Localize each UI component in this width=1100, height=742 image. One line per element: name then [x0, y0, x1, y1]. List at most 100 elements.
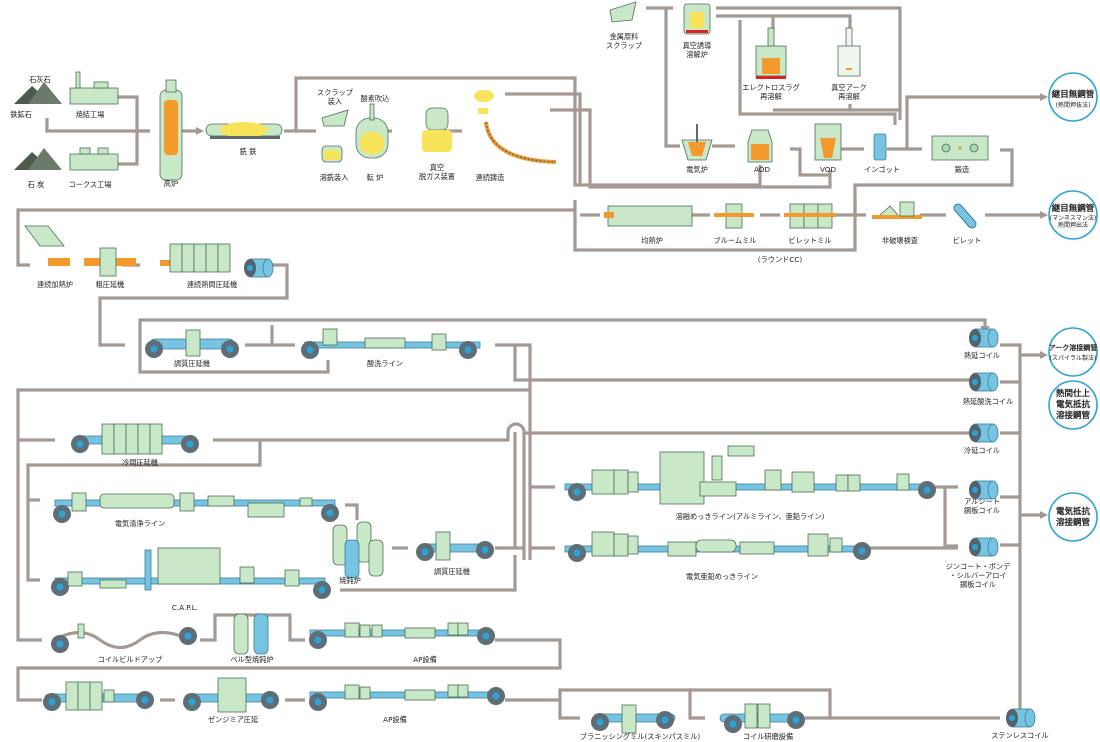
coal-pile: [14, 148, 62, 170]
roughing-mill-label: 粗圧延機: [96, 280, 125, 289]
aod-label: AOD: [754, 165, 770, 174]
var-label-2: 再溶解: [838, 92, 860, 101]
electro-galv-line-label: 電気亜鉛めっきライン: [686, 572, 758, 581]
hot-metal-charge-label: 溶銑装入: [320, 173, 349, 182]
eaf-label: 電気炉: [686, 165, 708, 174]
svg-text:熱間仕上: 熱間仕上: [1056, 388, 1091, 399]
blooming-mill-label: ブルームミル: [714, 236, 757, 245]
stainless-coil-icon: [1005, 708, 1036, 728]
bell-annealing-label: ベル型焼鈍炉: [230, 655, 273, 664]
svg-text:アーク溶接鋼管: アーク溶接鋼管: [1049, 343, 1098, 352]
svg-text:電気抵抗: 電気抵抗: [1056, 399, 1091, 410]
hot-rolled-coil-icon: [968, 328, 999, 348]
pickling-line-icon: [301, 328, 481, 359]
scrap-charge-label-2: 装入: [328, 97, 342, 106]
vim-furnace-icon: [683, 3, 711, 35]
zinc-coat-coil-icon: [968, 537, 999, 557]
sendzimir-label: ゼンジミア圧延: [208, 715, 258, 724]
scrap-chute-icon: [321, 109, 349, 127]
torpedo-car-icon: [205, 122, 283, 139]
billet-mill-icon: [784, 203, 836, 229]
vacuum-degas-label-2: 脱ガス装置: [419, 172, 455, 181]
iron-ore-label: 鉄鉱石: [10, 110, 32, 119]
zinc-coat-label-3: 鋼板コイル: [960, 580, 996, 589]
esr-label-2: 再溶解: [760, 92, 782, 101]
ingot-icon: [873, 133, 887, 161]
sinter-plant-icon: [69, 71, 119, 105]
coil-polishing-label: コイル研磨設備: [743, 732, 793, 741]
skin-pass-mill-icon: [591, 704, 676, 734]
product-hot-finish-erw-pipe: 熱間仕上 電気抵抗 溶接鋼管: [1048, 380, 1098, 430]
limestone-label: 石灰石: [29, 75, 51, 84]
cold-mill-label: 冷間圧延機: [122, 458, 158, 467]
hot-pickled-coil-icon: [968, 372, 999, 392]
hot-pickled-coil-label: 熱延酸洗コイル: [963, 397, 1013, 406]
product-seamless-mannesmann: 継目無鋼管 (マンネスマン法) 熱間押出法: [1048, 190, 1098, 240]
flow-lines: [16, 6, 1040, 720]
hot-strip-mill-icon: [160, 243, 274, 278]
temper-mill-2-label: 調質圧延機: [434, 567, 470, 576]
soaking-pit-icon: [604, 205, 693, 227]
vod-vessel-icon: [814, 123, 842, 161]
ndt-inspection-icon: [872, 201, 922, 219]
capl-label: C.A.P.L.: [172, 603, 198, 612]
bell-annealing-furnace-icon: [233, 613, 269, 655]
hot-strip-mill-label: 連続熱間圧延機: [187, 280, 237, 289]
vacuum-degas-label-1: 真空: [430, 163, 444, 172]
svg-text:熱間押出法: 熱間押出法: [1058, 221, 1088, 229]
svg-text:継目無鋼管: 継目無鋼管: [1052, 89, 1095, 100]
billet-label: ビレット: [953, 236, 982, 245]
converter-label: 転 炉: [367, 173, 384, 182]
roughing-mill-icon: [84, 247, 136, 277]
continuous-caster-icon: [474, 90, 557, 164]
skin-pass-label: ブラニッシングミル(スキンパスミル): [580, 732, 701, 741]
blast-furnace-icon: [159, 79, 183, 181]
forging-press-icon: [931, 135, 989, 161]
continuous-casting-label: 連続鋳造: [476, 173, 505, 182]
ap-line-2-label: AP設備: [383, 715, 407, 724]
svg-text:溶接鋼管: 溶接鋼管: [1056, 517, 1091, 528]
var-label-1: 真空アーク: [831, 83, 867, 92]
vim-label-2: 溶解炉: [686, 50, 708, 59]
pickling-line-label: 酸洗ライン: [367, 359, 403, 368]
oxygen-blow-label: 酸素吹込: [361, 94, 390, 103]
reheating-furnace-label: 連続加熱炉: [37, 280, 73, 289]
annealing-furnace-icon: [332, 521, 384, 579]
billet-mill-label: ビレットミル: [788, 236, 831, 245]
cold-rolled-coil-label: 冷延コイル: [964, 446, 1000, 455]
product-seamless-extrusion: 継目無鋼管 (熱間押抜法): [1048, 72, 1098, 122]
temper-mill-icon: [145, 329, 239, 358]
hot-dip-line-icon: [564, 445, 936, 505]
metal-scrap-icon: [609, 1, 637, 23]
svg-text:(マンネスマン法): (マンネスマン法): [1050, 214, 1096, 222]
temper-mill-2-icon: [416, 531, 494, 561]
svg-text:継目無鋼管: 継目無鋼管: [1052, 203, 1095, 214]
svg-text:(スパイラル製法): (スパイラル製法): [1050, 354, 1097, 362]
forging-label: 鍛造: [955, 165, 969, 174]
pig-iron-label: 銑 鉄: [240, 147, 257, 156]
ingot-label: インゴット: [864, 165, 900, 174]
alsheet-label-1: アルシート: [964, 497, 1000, 506]
blast-furnace-label: 高炉: [164, 179, 178, 188]
electrolytic-cleaning-line-icon: [53, 492, 339, 523]
scrap-charge-label-1: スクラップ: [317, 88, 354, 97]
coil-polishing-icon: [719, 703, 805, 733]
alsheet-label-2: 鋼板コイル: [964, 506, 1000, 515]
ndt-label: 非破壊検査: [882, 236, 918, 245]
cold-mill-icon: [71, 423, 199, 455]
soaking-pit-label: 均熱炉: [641, 236, 663, 245]
svg-text:(熱間押抜法): (熱間押抜法): [1056, 101, 1091, 109]
svg-text:電気抵抗: 電気抵抗: [1056, 506, 1091, 517]
zinc-coat-label-1: ジンコート・ボンデ: [946, 562, 1012, 571]
electrolytic-cleaning-label: 電気清浄ライン: [115, 519, 165, 528]
hot-rolled-coil-label: 熱延コイル: [964, 351, 1000, 360]
reheating-furnace-icon: [24, 225, 70, 266]
cold-rolled-coil-icon: [968, 423, 999, 443]
esr-furnace-icon: [755, 27, 787, 79]
ap-line-1-icon: [309, 622, 495, 649]
sinter-plant-label: 焼結工場: [76, 110, 105, 119]
electric-arc-furnace-icon: [681, 124, 713, 161]
sendzimir-mill-icon: [183, 677, 279, 713]
coke-plant-label: コークス工場: [69, 180, 112, 189]
